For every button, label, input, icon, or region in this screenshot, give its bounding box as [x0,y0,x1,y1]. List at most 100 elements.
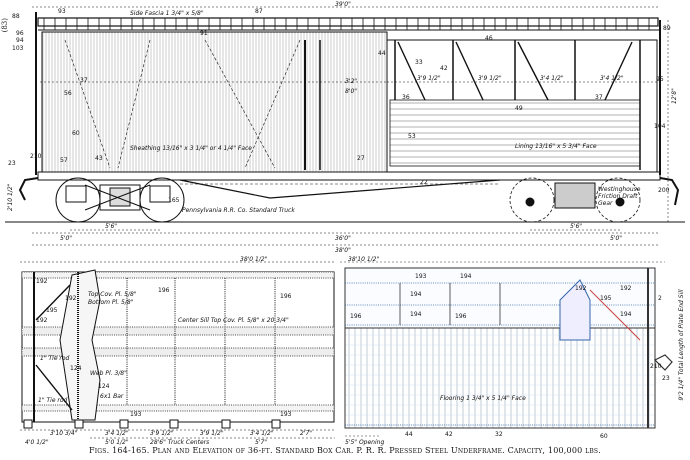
inside-length-dim: 36'0" [335,235,351,242]
roof-ribs [43,18,650,30]
plan-dim: 3'9 1/2" [200,430,224,437]
center-sill-label: Center Sill Top Cov. Pl. 5/8" x 20 3/4" [178,317,289,324]
truck-wheelbase-right: 5'6" [570,223,582,230]
truck-outer-right: 5'0" [610,235,622,242]
elevation-labels: 39'0" Side Fascia 1 3/4" x 5/8" Sheathin… [7,1,678,254]
part-number: 200 [658,187,670,194]
part-number: 194 [410,291,422,298]
part-number: 194 [410,311,422,318]
post-spacing-2: 3'9 1/2" [478,75,502,82]
part-number: 32 [495,431,503,438]
right-truck [509,177,641,223]
bar-label: 6x1 Bar [100,393,124,400]
tie-rod-label: 1" Tie rod [38,397,68,404]
part-number: 193 [130,411,142,418]
side-fascia-label: Side Fascia 1 3/4" x 5/8" [130,10,204,17]
part-number: 23 [8,160,16,167]
part-number: 103 [12,45,24,52]
part-number: 89 [663,25,671,32]
plan-dim: 4'0 1/2" [25,439,49,446]
coupler-height-dim: 2'10 1/2" [7,183,14,211]
part-number: 42 [445,431,453,438]
part-number: 124 [70,365,82,372]
left-coupler [18,177,39,201]
part-number: 88 [12,13,20,20]
sheathed-side [41,31,388,173]
part-number: 194 [460,273,472,280]
post-spacing-3: 3'4 1/2" [540,75,564,82]
part-number: 22 [420,179,428,186]
part-number: 196 [158,287,170,294]
part-number: 193 [280,411,292,418]
truck-centers-dim: 28'6" Truck Centers [150,439,209,446]
draft-gear [525,182,625,209]
part-number: 44 [378,50,386,57]
part-number: 91 [200,30,208,37]
crossbearers [126,278,276,405]
plan-dim: 3'4 1/2" [250,430,274,437]
floor-overall-dim: 38'10 1/2" [348,256,379,263]
part-number: 165 [168,197,180,204]
part-number: 193 [415,273,427,280]
part-number: 124 [98,383,110,390]
part-number: 42 [440,65,448,72]
part-number: 49 [515,105,523,112]
part-number: 104 [654,123,666,130]
part-number: 87 [255,8,263,15]
part-number: 95 [656,76,664,83]
braces [397,41,633,101]
plan-dim: 5'0 1/2" [105,439,129,446]
flooring-label: Flooring 1 3/4" x 5 1/4" Face [440,395,526,402]
sill [37,171,661,181]
part-number: 192 [620,285,632,292]
plan-dim: 3'4 1/2" [105,430,129,437]
part-number: 53 [408,133,416,140]
elevation-view [5,6,685,246]
inside-height-dim: 8'0" [345,88,357,95]
part-number: 196 [350,313,362,320]
opening-dim: 5'5" Opening [345,439,384,446]
post-spacing-0: 3'2" [345,78,357,85]
part-number: 196 [455,313,467,320]
diagonal-braces [64,39,301,169]
part-number: 46 [485,35,493,42]
post-spacing-4: 3'4 1/2" [600,75,624,82]
tie-rod-label: 1" Tie rod [40,355,70,362]
floor-plan [340,261,673,437]
figure-caption: Figs. 164-165. Plan and Elevation of 36-… [88,446,601,455]
roof [37,17,659,27]
part-number: 192 [36,278,48,285]
part-number: 210 [650,363,662,370]
part-number: 44 [405,431,413,438]
part-number: 2 [658,295,662,302]
posts [394,40,641,170]
part-number: 60 [600,433,608,440]
part-number: 192 [65,295,77,302]
truck-wheelbase-left: 5'6" [105,223,117,230]
left-truck [55,177,185,223]
part-number: 195 [46,307,58,314]
part-number: 23 [662,375,670,382]
truck-outer-left: 5'0" [60,235,72,242]
part-number: 36 [402,94,410,101]
part-number: 192 [36,317,48,324]
part-number: 195 [600,295,612,302]
part-number: 210 [30,153,42,160]
bolster [59,269,101,421]
plan-dim: 2'7" [300,430,312,437]
truck-label: Pennsylvania R.R. Co. Standard Truck [182,207,295,214]
fish-belly-sill [179,179,501,199]
plan-dim: 3'10 3/4" [50,430,78,437]
lining-label: Lining 13/16" x 5 3/4" Face [515,143,597,150]
plan-dim: 3'9 1/2" [150,430,174,437]
part-number: 192 [575,285,587,292]
part-number: 196 [280,293,292,300]
post-spacing-1: 3'9 1/2" [417,75,441,82]
right-coupler [659,177,680,206]
part-number: 94 [16,37,24,44]
underframe-plan-labels: 38'0 1/2" Top Cov. Pl. 5/8" Bottom Pl. 5… [25,256,312,446]
sheathing-label: Sheathing 13/16" x 3 1/4" or 4 1/4" Face [130,145,252,152]
center-sill [21,326,335,336]
end-sill-note: 9'2 1/4" Total Length of Plate End Sill [678,289,685,400]
